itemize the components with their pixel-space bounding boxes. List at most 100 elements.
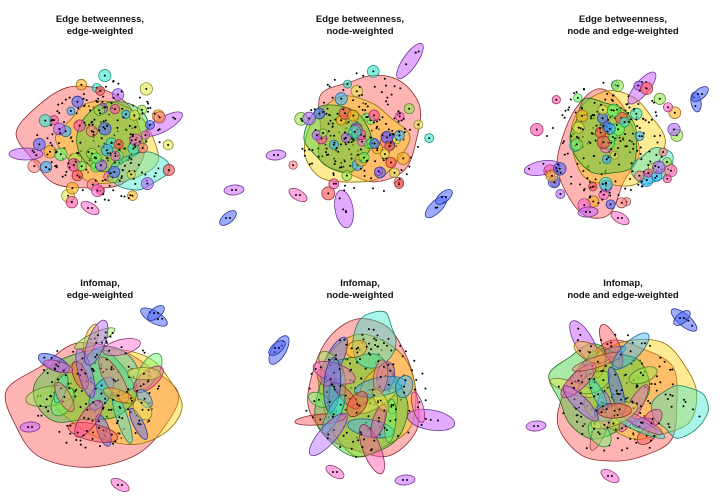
node <box>604 171 607 174</box>
node <box>392 404 395 406</box>
node <box>112 189 115 192</box>
node <box>109 172 112 175</box>
node <box>398 112 401 115</box>
community-pod <box>223 184 245 196</box>
node <box>333 157 336 160</box>
node <box>314 368 317 370</box>
node <box>74 160 77 163</box>
node <box>84 446 87 449</box>
node <box>352 404 355 407</box>
node <box>608 404 611 407</box>
node <box>415 378 418 381</box>
node <box>642 374 645 377</box>
node <box>102 406 105 409</box>
node <box>99 112 102 115</box>
node <box>126 390 128 393</box>
node <box>398 130 401 133</box>
node <box>95 341 98 344</box>
node <box>315 134 318 137</box>
node <box>358 94 361 97</box>
node <box>339 339 342 342</box>
node <box>654 176 657 179</box>
node <box>619 140 622 142</box>
node <box>591 185 594 188</box>
node <box>141 408 144 411</box>
node <box>124 113 127 116</box>
node <box>112 378 115 381</box>
node <box>79 374 82 377</box>
node <box>648 150 651 153</box>
node <box>132 375 135 378</box>
node <box>622 138 625 141</box>
node <box>114 380 117 383</box>
node <box>551 127 554 129</box>
node <box>91 123 94 126</box>
node <box>592 200 595 203</box>
node <box>311 149 314 152</box>
node <box>167 143 170 146</box>
node <box>102 193 105 196</box>
node <box>148 402 151 404</box>
node <box>68 387 71 390</box>
node <box>580 415 583 418</box>
node <box>331 415 334 418</box>
node <box>388 389 391 392</box>
scatter-nodes <box>557 333 674 452</box>
node <box>112 442 114 445</box>
node <box>51 133 54 136</box>
node <box>585 211 587 213</box>
node <box>124 147 126 150</box>
node <box>337 150 340 153</box>
node <box>157 167 160 170</box>
node <box>105 340 108 343</box>
node <box>383 365 385 368</box>
node <box>120 437 123 440</box>
node <box>46 153 49 156</box>
node <box>50 381 53 384</box>
node <box>405 173 408 176</box>
panel-4: Infomap, edge-weighted <box>4 278 183 493</box>
node <box>403 127 406 130</box>
node <box>364 367 367 370</box>
node <box>343 131 346 134</box>
node <box>57 365 60 368</box>
node <box>367 428 370 431</box>
node <box>616 437 619 440</box>
node <box>92 131 95 133</box>
node <box>581 128 584 131</box>
node <box>620 201 623 204</box>
node <box>637 84 640 87</box>
node <box>353 130 356 133</box>
node <box>363 438 365 441</box>
node <box>69 382 72 385</box>
node <box>631 170 634 173</box>
node <box>636 125 639 128</box>
node <box>393 117 396 120</box>
node <box>562 412 565 415</box>
node <box>51 144 53 147</box>
node <box>600 339 602 342</box>
node <box>576 96 579 99</box>
node <box>356 361 358 364</box>
node <box>601 183 604 186</box>
outlier-communities <box>80 184 245 226</box>
node <box>389 134 391 136</box>
node <box>627 112 630 114</box>
community-pod <box>110 477 130 493</box>
node <box>326 437 329 440</box>
node <box>43 356 46 359</box>
node <box>575 91 578 94</box>
node <box>570 382 573 385</box>
node <box>631 132 634 135</box>
node <box>655 389 658 392</box>
node <box>153 175 156 178</box>
node <box>593 378 596 380</box>
node <box>610 341 612 344</box>
node <box>599 162 601 164</box>
node <box>120 175 123 178</box>
node <box>121 107 124 110</box>
node <box>379 433 382 436</box>
node <box>370 177 373 180</box>
node <box>638 135 641 138</box>
